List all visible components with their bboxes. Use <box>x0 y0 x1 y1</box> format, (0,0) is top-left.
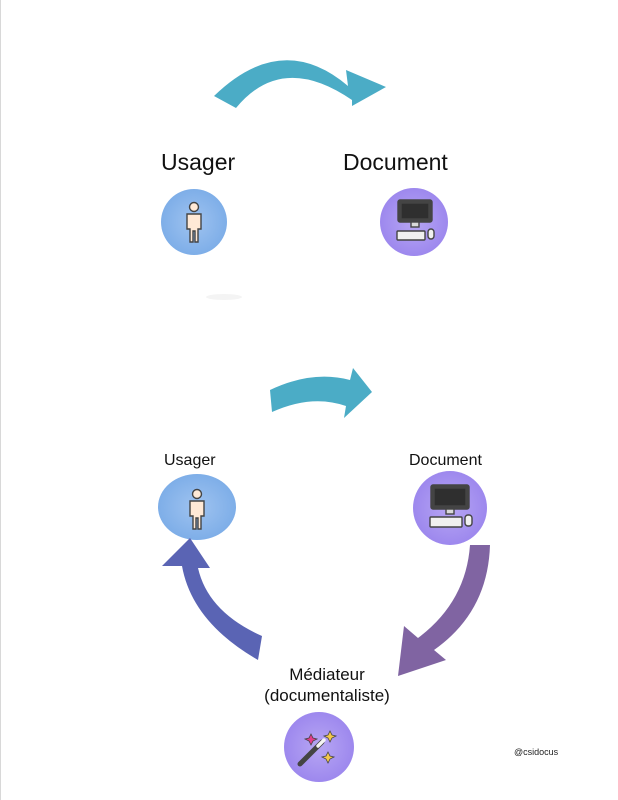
top-document-label: Document <box>343 149 448 175</box>
faint-mark <box>206 294 242 300</box>
person-icon <box>186 201 202 243</box>
top-document-node <box>380 188 448 256</box>
bottom-user-node <box>158 474 236 540</box>
bottom-document-label: Document <box>409 452 482 469</box>
mediator-label-line2: (documentaliste) <box>264 686 390 705</box>
bottom-user-label: Usager <box>164 452 216 469</box>
top-user-label: Usager <box>161 149 236 175</box>
computer-icon <box>396 199 435 241</box>
magic-wand-icon <box>297 730 338 767</box>
mediator-label: Médiateur (documentaliste) <box>258 664 396 706</box>
mediator-label-line1: Médiateur <box>289 665 365 684</box>
mediator-to-user-arrow <box>162 538 262 660</box>
left-border <box>0 0 1 800</box>
bottom-top-arrow <box>270 368 372 418</box>
mediator-node <box>284 712 354 782</box>
person-icon <box>189 488 205 530</box>
top-user-node <box>161 189 227 255</box>
credit-text: @csidocus <box>514 747 559 757</box>
document-to-mediator-arrow <box>398 545 490 676</box>
computer-icon <box>429 484 473 528</box>
bottom-document-node <box>413 471 487 545</box>
top-flow-arrow <box>214 60 386 108</box>
